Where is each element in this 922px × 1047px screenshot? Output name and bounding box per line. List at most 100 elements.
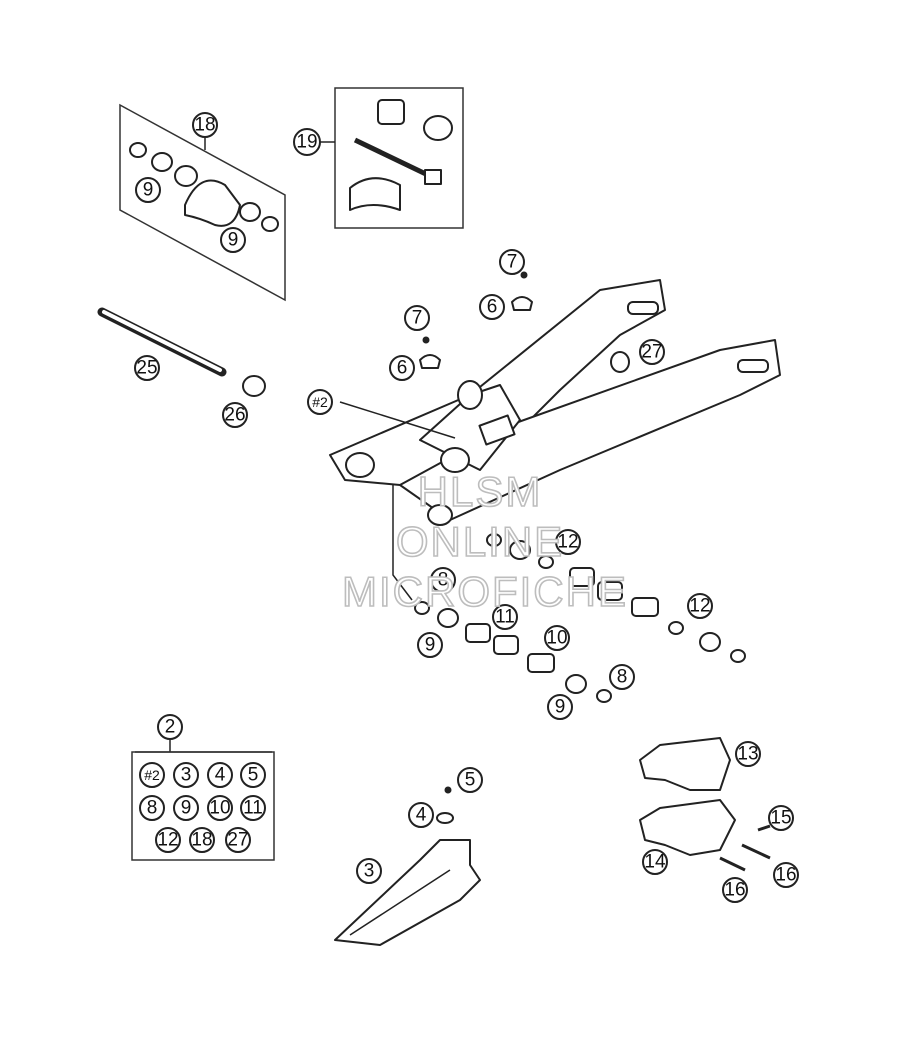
chain-guide-block	[639, 737, 731, 791]
callout-4: 4	[408, 802, 434, 828]
kit-item: 27	[225, 827, 251, 853]
callout-2: 2	[157, 714, 183, 740]
callout-15: 15	[768, 805, 794, 831]
chain-adjuster-slot	[737, 359, 769, 373]
svg-text:16: 16	[724, 880, 745, 901]
guide-bolt	[741, 843, 771, 860]
callout-12: 12	[687, 593, 713, 619]
half-shell	[349, 177, 401, 211]
svg-text:4: 4	[215, 765, 226, 786]
watermark-line-2: ONLINE	[396, 518, 564, 565]
kit-18-group	[119, 103, 286, 302]
spacer-sleeve	[377, 99, 405, 125]
kit-item: 18	[189, 827, 215, 853]
callout-12: 12	[555, 529, 581, 555]
chain-guide-bracket	[639, 799, 736, 856]
pivot-link	[184, 179, 241, 227]
screw	[444, 786, 452, 794]
callout-25: 25	[134, 355, 160, 381]
callout-9: 9	[220, 227, 246, 253]
callout-8: 8	[609, 664, 635, 690]
callout-26: 26	[222, 402, 248, 428]
svg-text:2: 2	[165, 717, 176, 738]
svg-text:10: 10	[546, 628, 567, 649]
svg-text:9: 9	[181, 798, 192, 819]
svg-text:5: 5	[465, 770, 476, 791]
kit-item: 5	[240, 762, 266, 788]
swingarm-left-arm	[329, 279, 666, 486]
svg-text:3: 3	[181, 765, 192, 786]
swingarm-right-arm	[399, 339, 781, 521]
bearing-stack	[392, 485, 746, 703]
callout-11: 11	[492, 604, 518, 630]
svg-text:9: 9	[555, 697, 566, 718]
callout-27: 27	[639, 339, 665, 365]
callout-5: 5	[457, 767, 483, 793]
callout-ref-2: #2	[307, 389, 333, 415]
svg-text:27: 27	[227, 830, 248, 851]
svg-text:12: 12	[557, 532, 578, 553]
kit-item: 12	[155, 827, 181, 853]
seal-ring	[261, 216, 279, 232]
kit-item-ref-2: #2	[139, 762, 165, 788]
callout-13: 13	[735, 741, 761, 767]
screw	[422, 336, 430, 344]
svg-text:18: 18	[194, 115, 215, 136]
svg-text:6: 6	[487, 297, 498, 318]
kit-19-group	[320, 87, 464, 229]
svg-text:12: 12	[157, 830, 178, 851]
svg-text:19: 19	[296, 132, 317, 153]
axle-group	[97, 307, 266, 397]
guide-screw	[757, 824, 771, 832]
kit-19-frame	[334, 87, 464, 229]
kit-item: 10	[207, 795, 233, 821]
callout-19: 19	[293, 128, 321, 156]
kit-2-group	[131, 740, 275, 861]
svg-text:18: 18	[191, 830, 212, 851]
svg-text:8: 8	[438, 570, 449, 591]
callout-18: 18	[192, 112, 218, 138]
chain-guide-group	[639, 737, 771, 872]
svg-text:#2: #2	[144, 767, 160, 783]
callout-9: 9	[417, 632, 443, 658]
svg-text:9: 9	[228, 230, 239, 251]
kit-2-frame	[131, 751, 275, 861]
svg-text:4: 4	[416, 805, 427, 826]
chain-adjuster-slot	[627, 301, 659, 315]
swingarm	[329, 279, 781, 526]
callout-7: 7	[499, 249, 525, 275]
kit-item: 4	[207, 762, 233, 788]
small-fasteners	[419, 271, 630, 373]
axle-nut	[242, 375, 266, 397]
kit-18-frame	[119, 103, 286, 302]
seal-ring	[129, 142, 147, 158]
chain-slider	[334, 839, 481, 946]
chain-slider-group	[334, 786, 481, 946]
kit-item: 11	[240, 795, 266, 821]
chain-guide-clip	[419, 354, 441, 369]
pivot-bore-right	[440, 447, 470, 473]
callout-16: 16	[773, 862, 799, 888]
callout-7: 7	[404, 305, 430, 331]
svg-text:13: 13	[737, 744, 758, 765]
pivot-bolt	[353, 137, 432, 179]
callout-10: 10	[544, 625, 570, 651]
callout-16: 16	[722, 877, 748, 903]
callout-14: 14	[642, 849, 668, 875]
bushing-ring	[151, 152, 173, 172]
svg-text:9: 9	[143, 180, 154, 201]
mount-plate	[478, 414, 516, 446]
callout-6: 6	[389, 355, 415, 381]
callout-9: 9	[547, 694, 573, 720]
svg-text:12: 12	[689, 596, 710, 617]
svg-text:#2: #2	[312, 394, 328, 410]
shock-mount	[457, 380, 483, 410]
bushing-ring	[239, 202, 261, 222]
svg-text:11: 11	[243, 798, 263, 819]
svg-text:7: 7	[412, 308, 423, 329]
svg-text:26: 26	[224, 405, 245, 426]
watermark: HLSM ONLINE MICROFICHE	[341, 467, 627, 616]
bushing	[423, 115, 453, 141]
pivot-bore-left	[345, 452, 375, 478]
svg-text:15: 15	[770, 808, 791, 829]
